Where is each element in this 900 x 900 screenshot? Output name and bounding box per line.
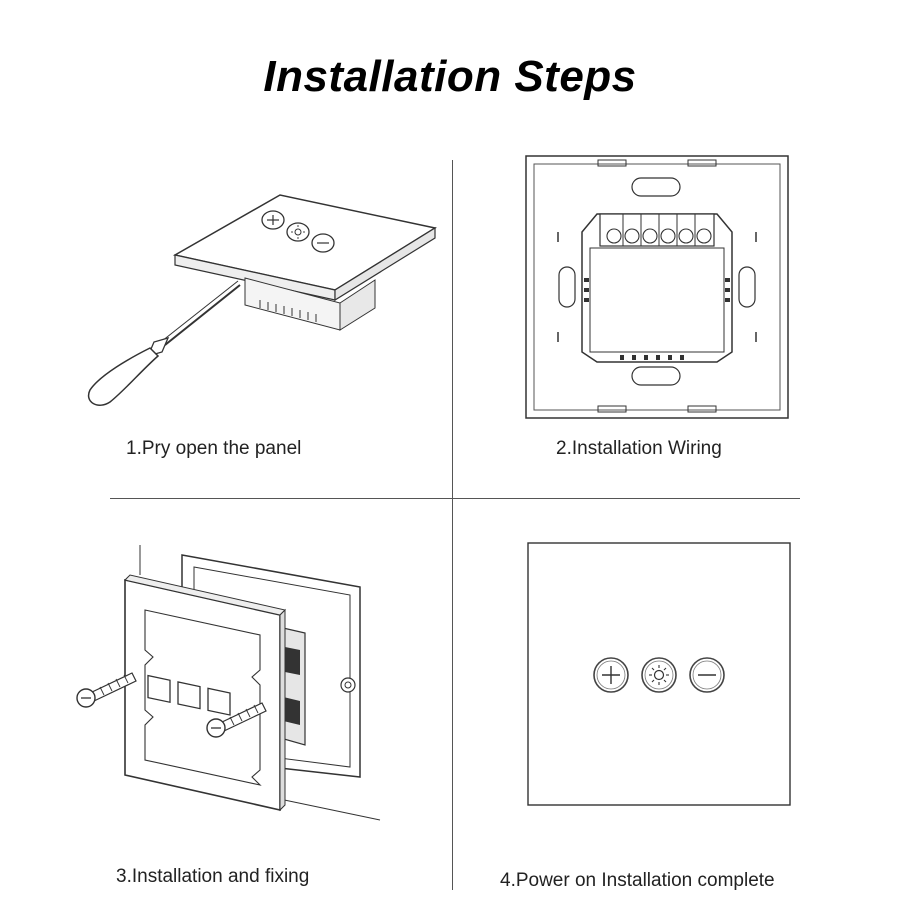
brightness-icon — [286, 222, 310, 242]
plus-icon — [593, 657, 629, 693]
step-4-illustration — [527, 542, 793, 808]
step-2-caption: 2.Installation Wiring — [556, 438, 722, 459]
pry-panel-drawing — [87, 194, 437, 406]
complete-panel-drawing — [527, 542, 791, 806]
vertical-divider — [452, 160, 453, 890]
brightness-icon — [641, 657, 677, 693]
fixing-panel-drawing — [76, 545, 381, 821]
wiring-box-drawing — [525, 155, 789, 419]
step-1-illustration — [70, 190, 450, 420]
step-3-illustration — [70, 535, 400, 835]
plus-icon — [261, 210, 285, 230]
minus-icon — [689, 657, 725, 693]
step-4-caption: 4.Power on Installation complete — [500, 870, 775, 891]
horizontal-divider — [110, 498, 800, 499]
minus-icon — [311, 233, 335, 253]
page-title: Installation Steps — [263, 52, 637, 101]
screw-right — [206, 702, 267, 738]
step-3-caption: 3.Installation and fixing — [116, 866, 310, 887]
step-2-illustration — [522, 152, 792, 422]
step-1-caption: 1.Pry open the panel — [126, 438, 302, 459]
screw-left — [76, 672, 137, 708]
